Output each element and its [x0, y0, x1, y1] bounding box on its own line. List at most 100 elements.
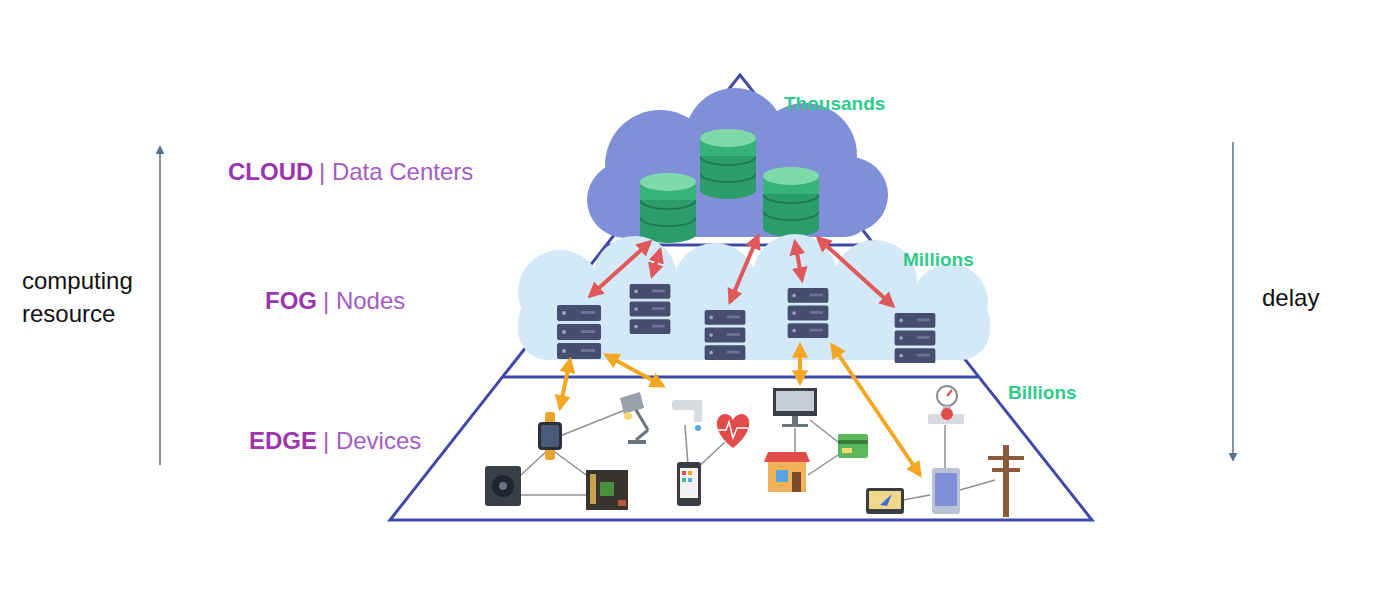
shop-icon-part: [768, 462, 806, 492]
gps-icon: [866, 488, 904, 514]
axis-label: computing resource: [22, 264, 152, 330]
tier-description: | Nodes: [323, 287, 405, 315]
edge-links-part: [810, 420, 838, 442]
data-center-cylinders-part: [700, 129, 756, 199]
speaker-icon-part: [485, 466, 521, 506]
cloud-fog-arrows-part: [795, 242, 802, 280]
tier-description: | Data Centers: [319, 158, 473, 186]
phone-icon-part: [688, 471, 692, 475]
power-pole-icon-part: [1003, 445, 1009, 517]
tier-name: FOG: [265, 287, 317, 315]
axis-arrows: [160, 142, 1233, 465]
tier-name: CLOUD: [228, 158, 313, 186]
phone-icon-part: [688, 478, 692, 482]
fog-servers-part: [630, 284, 671, 334]
pyramid-part: [390, 75, 1092, 520]
tier-description: | Devices: [323, 427, 421, 455]
card-icon: [838, 434, 868, 458]
card-icon-part: [842, 448, 852, 453]
data-center-cylinders-part: [763, 167, 819, 237]
tier-name: EDGE: [249, 427, 317, 455]
fog-servers: [557, 284, 935, 363]
motherboard-icon-part: [618, 500, 626, 506]
watch-icon-part: [541, 425, 559, 447]
fog-servers-part: [788, 288, 829, 338]
fog-servers-part: [895, 313, 936, 363]
edge-links-part: [794, 428, 796, 455]
pyramid-part: [502, 376, 978, 379]
phone-icon-part: [680, 468, 698, 498]
mobile-icon-part: [935, 473, 957, 506]
axis-arrows-part: [1232, 142, 1234, 460]
edge-links: [510, 408, 995, 500]
lamp-icon-part: [624, 412, 632, 420]
cloud-fog-arrows-part: [652, 250, 660, 276]
shop-icon: [764, 452, 810, 492]
fog-servers-part: [557, 305, 601, 359]
edge-links-part: [903, 495, 930, 500]
monitor-icon-part: [792, 416, 798, 424]
mobile-icon: [932, 468, 960, 514]
watch-icon-part: [538, 422, 562, 450]
fog-edge-arrows-part: [832, 345, 920, 475]
pyramid: [390, 75, 1092, 520]
speaker-icon: [485, 466, 521, 506]
motherboard-icon-part: [590, 474, 596, 504]
heart-icon: [717, 414, 749, 448]
mobile-icon-part: [932, 468, 960, 514]
phone-icon: [677, 462, 701, 506]
cloud-fog-arrows-part: [730, 236, 758, 302]
lamp-icon-part: [636, 430, 648, 440]
axis-arrows-part: [159, 147, 161, 465]
speaker-icon-part: [499, 482, 507, 490]
cloud-fog-arrows: [590, 236, 893, 306]
faucet-icon-part: [694, 400, 702, 422]
card-icon-part: [838, 440, 868, 444]
motherboard-icon-part: [600, 482, 614, 496]
motherboard-icon-part: [586, 470, 628, 510]
heart-icon-part: [718, 422, 748, 438]
power-pole-icon: [988, 445, 1024, 517]
faucet-icon-part: [695, 425, 701, 431]
monitor-icon-part: [776, 391, 814, 411]
edge-links-part: [944, 425, 946, 468]
cloud-tier: [587, 88, 888, 238]
phone-icon-part: [677, 462, 701, 506]
gauge-faucet-icon: [928, 386, 964, 424]
edge-links-part: [515, 494, 590, 496]
gps-icon-part: [869, 491, 901, 509]
cloud-fog-arrows-part: [818, 238, 893, 306]
speaker-icon-part: [492, 475, 514, 497]
count-label: Thousands: [784, 93, 885, 115]
shop-icon-part: [764, 452, 810, 462]
fog-edge-arrows-part: [560, 360, 570, 408]
edge-links-part: [808, 455, 838, 475]
shop-icon-part: [776, 470, 788, 482]
gauge-faucet-icon-part: [941, 408, 953, 420]
count-label: Billions: [1008, 382, 1077, 404]
data-center-cylinders: [640, 129, 819, 243]
monitor-icon-part: [782, 424, 808, 427]
watch-icon: [538, 412, 562, 460]
gauge-faucet-icon-part: [947, 390, 952, 396]
edge-devices: [485, 386, 1024, 517]
cloud-fog-arrows-part: [590, 242, 650, 296]
fog-edge-arrows-part: [798, 345, 802, 383]
power-pole-icon-part: [992, 468, 1020, 472]
phone-icon-part: [682, 471, 686, 475]
data-center-cylinders-part: [640, 173, 696, 243]
lamp-icon-part: [628, 440, 646, 444]
fog-edge-arrows: [560, 345, 920, 475]
fog-servers-part: [705, 310, 746, 360]
gps-icon-part: [866, 488, 904, 514]
gauge-faucet-icon-part: [937, 386, 957, 406]
faucet-icon: [672, 400, 702, 431]
power-pole-icon-part: [988, 456, 1024, 460]
lamp-icon-part: [636, 410, 648, 430]
monitor-icon: [773, 388, 817, 427]
lamp-icon-part: [620, 392, 644, 414]
edge-links-part: [960, 480, 995, 490]
count-label: Millions: [903, 249, 974, 271]
monitor-icon-part: [773, 388, 817, 416]
